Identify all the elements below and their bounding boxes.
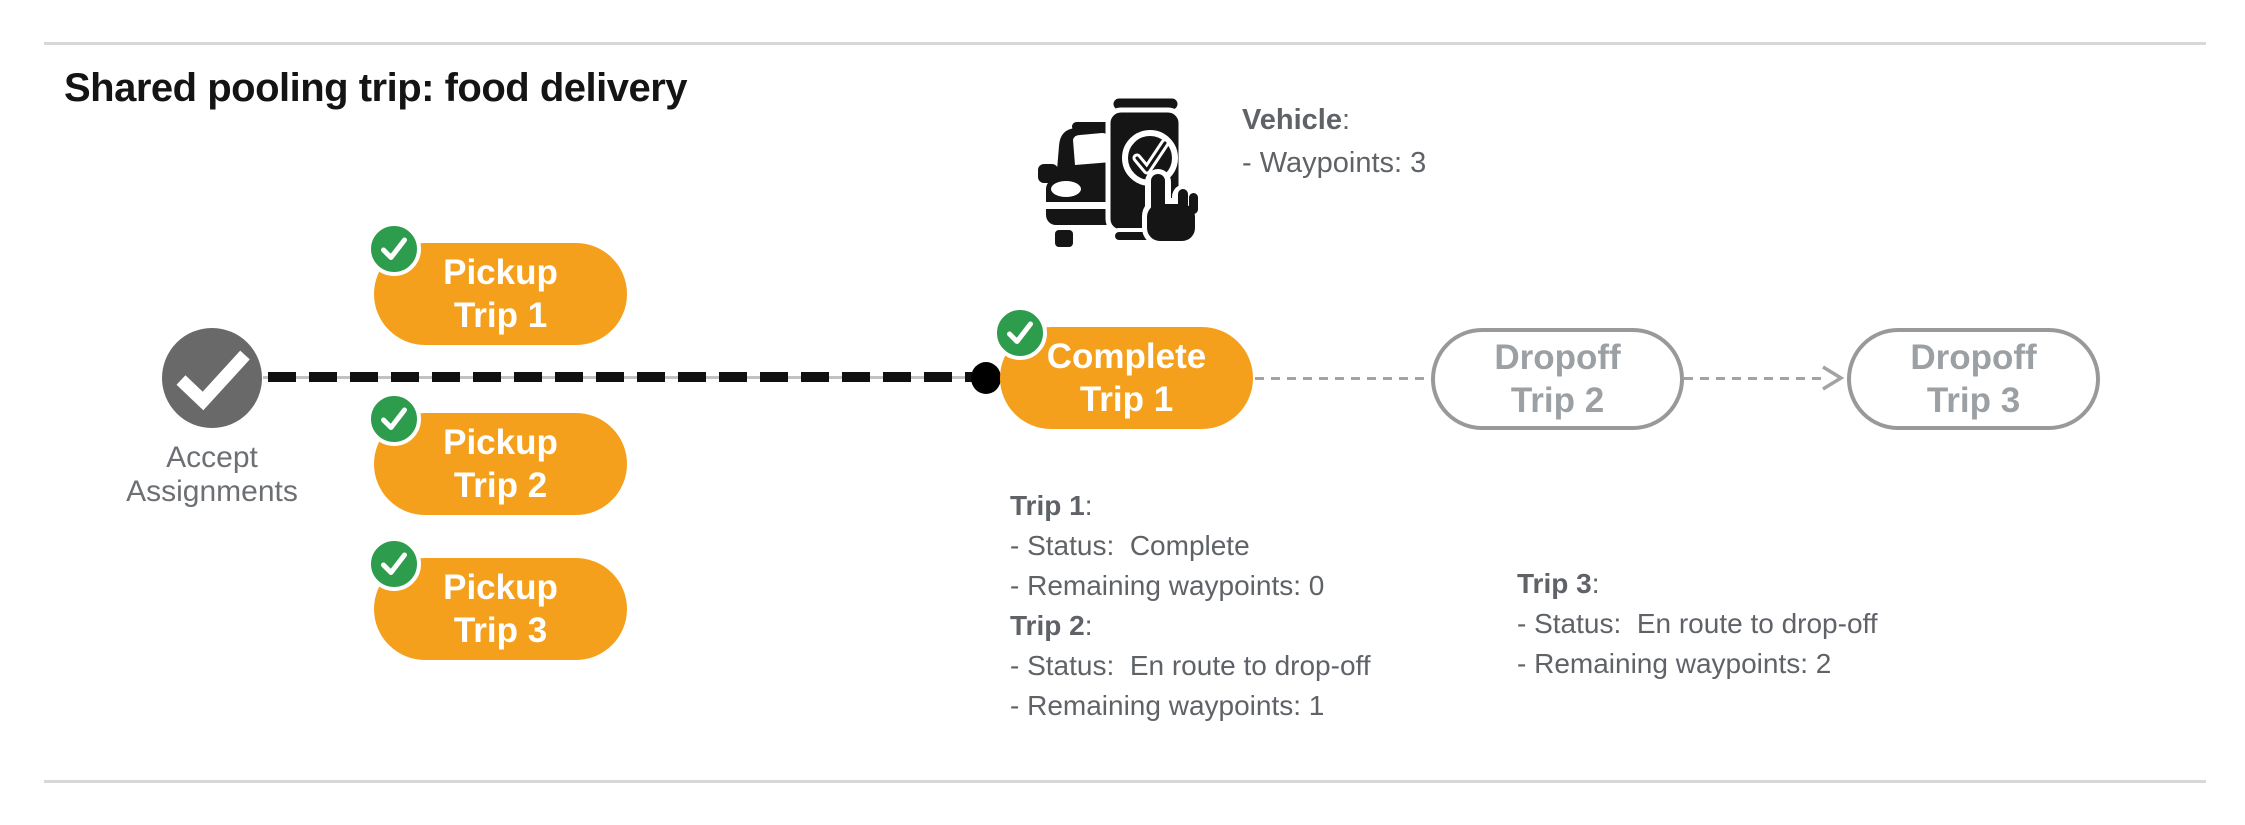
- start-node-label: Accept Assignments: [62, 441, 362, 509]
- vehicle-waypoints: - Waypoints: 3: [1242, 147, 1427, 179]
- trip-status-block-left: Trip 1: - Status: Complete - Remaining w…: [1010, 486, 1371, 726]
- route-current-position-dot: [971, 362, 1001, 394]
- start-label-line1: Accept: [166, 441, 258, 474]
- check-icon: [381, 552, 407, 575]
- trip-2-status: - Status: En route to drop-off: [1010, 650, 1371, 681]
- dashed-connector: [1684, 377, 1822, 380]
- node-label-line2: Trip 2: [453, 466, 548, 505]
- trip-1-status: - Status: Complete: [1010, 530, 1250, 561]
- check-icon: [1007, 321, 1033, 344]
- route-dashed-line: [268, 372, 972, 382]
- check-icon: [381, 237, 407, 260]
- page-title: Shared pooling trip: food delivery: [64, 66, 688, 110]
- bottom-divider: [44, 780, 2206, 783]
- node-label-line2: Trip 2: [1510, 381, 1605, 420]
- node-pickup-trip-1: Pickup Trip 1: [367, 222, 627, 345]
- node-label-line1: Pickup: [443, 568, 558, 607]
- top-divider: [44, 42, 2206, 45]
- node-dropoff-trip-3: Dropoff Trip 3: [1847, 328, 2100, 430]
- trip-status-block-right: Trip 3: - Status: En route to drop-off -…: [1517, 564, 1878, 684]
- node-label-line1: Dropoff: [1910, 338, 2037, 377]
- node-dropoff-trip-2: Dropoff Trip 2: [1431, 328, 1684, 430]
- trip-2-heading: Trip 2:: [1010, 610, 1093, 641]
- node-label-line1: Dropoff: [1494, 338, 1621, 377]
- vehicle-label-text: Vehicle: [1242, 104, 1342, 136]
- vehicle-info: Vehicle: - Waypoints: 3: [1242, 99, 1426, 185]
- vehicle-label: Vehicle:: [1242, 99, 1426, 142]
- node-label-line2: Trip 1: [453, 296, 548, 335]
- completed-badge: [367, 392, 421, 446]
- node-label-line1: Complete: [1046, 337, 1207, 376]
- node-label-line2: Trip 3: [1926, 381, 2021, 420]
- check-icon: [176, 350, 250, 411]
- completed-badge: [367, 537, 421, 591]
- trip-3-heading: Trip 3:: [1517, 568, 1600, 599]
- node-pickup-trip-2: Pickup Trip 2: [367, 392, 627, 515]
- trip-3-waypoints: - Remaining waypoints: 2: [1517, 648, 1832, 679]
- node-complete-trip-1: Complete Trip 1: [993, 306, 1253, 429]
- trip-2-waypoints: - Remaining waypoints: 1: [1010, 690, 1325, 721]
- node-label-line2: Trip 3: [453, 611, 548, 650]
- check-icon: [381, 407, 407, 430]
- completed-badge: [367, 222, 421, 276]
- completed-badge: [993, 306, 1047, 360]
- arrowhead-icon: [1815, 363, 1847, 395]
- start-label-line2: Assignments: [126, 475, 298, 508]
- vehicle-label-suffix: :: [1341, 104, 1351, 136]
- car-with-phone-check-icon: [1028, 86, 1208, 256]
- trip-3-status: - Status: En route to drop-off: [1517, 608, 1878, 639]
- node-label-line1: Pickup: [443, 423, 558, 462]
- trip-1-heading: Trip 1:: [1010, 490, 1093, 521]
- node-pickup-trip-3: Pickup Trip 3: [367, 537, 627, 660]
- trip-1-waypoints: - Remaining waypoints: 0: [1010, 570, 1325, 601]
- dashed-connector: [1255, 377, 1431, 380]
- node-label-line2: Trip 1: [1079, 380, 1174, 419]
- node-label-line1: Pickup: [443, 253, 558, 292]
- start-node-accept-assignments: [162, 328, 262, 428]
